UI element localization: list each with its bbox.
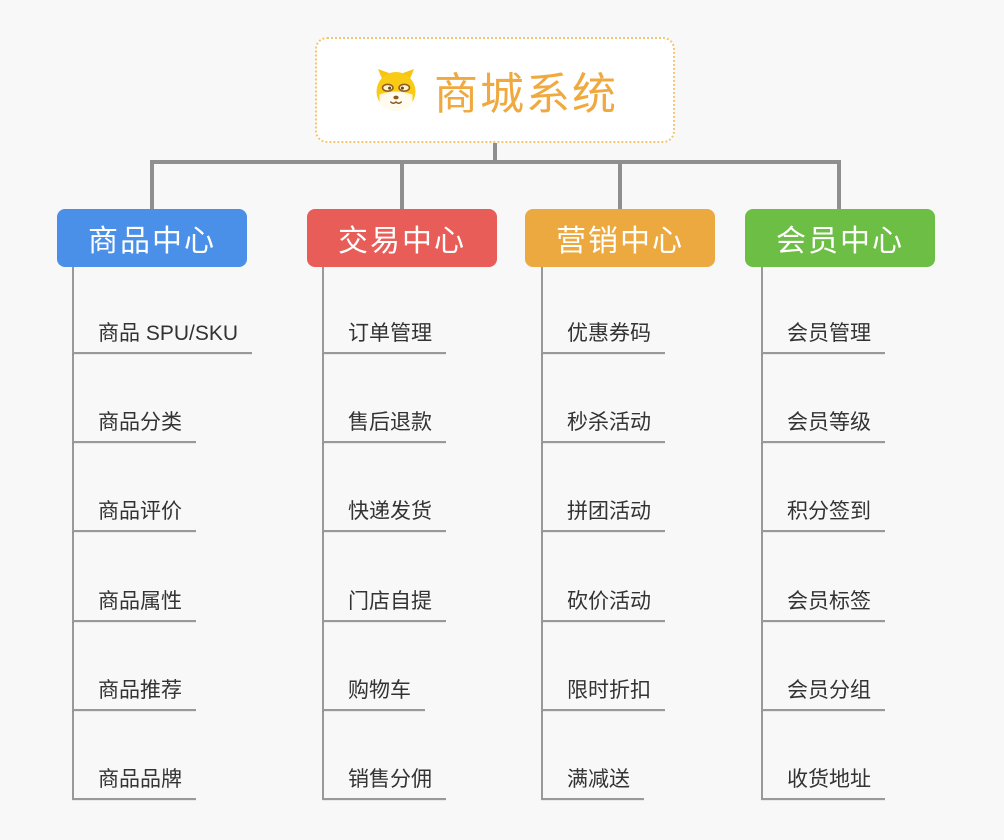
leaf-node[interactable]: 优惠券码 (541, 314, 665, 354)
leaf-node[interactable]: 砍价活动 (541, 582, 665, 622)
leaf-node[interactable]: 商品 SPU/SKU (72, 314, 253, 354)
root-node[interactable]: 商城系统 (315, 37, 675, 143)
leaf-node[interactable]: 售后退款 (322, 403, 446, 443)
root-title: 商城系统 (434, 70, 618, 119)
branch-stem-line (322, 267, 324, 800)
root-connector-line (493, 143, 497, 162)
leaf-node[interactable]: 积分签到 (761, 492, 885, 532)
leaf-node[interactable]: 商品属性 (72, 582, 196, 622)
branch-stem-line (72, 267, 74, 800)
leaf-node[interactable]: 满减送 (541, 760, 644, 800)
leaf-node[interactable]: 拼团活动 (541, 492, 665, 532)
branch-node-member[interactable]: 会员中心 (745, 209, 935, 267)
branch-node-marketing[interactable]: 营销中心 (525, 209, 715, 267)
leaf-node[interactable]: 商品推荐 (72, 671, 196, 711)
leaf-node[interactable]: 商品评价 (72, 492, 196, 532)
leaf-node[interactable]: 会员管理 (761, 314, 885, 354)
branch-drop-line (150, 160, 154, 210)
leaf-node[interactable]: 订单管理 (322, 314, 446, 354)
branch-stem-line (761, 267, 763, 800)
shiba-dog-icon (372, 66, 420, 114)
leaf-node[interactable]: 门店自提 (322, 582, 446, 622)
leaf-node[interactable]: 商品品牌 (72, 760, 196, 800)
leaf-node[interactable]: 会员分组 (761, 671, 885, 711)
leaf-node[interactable]: 会员等级 (761, 403, 885, 443)
branch-drop-line (618, 160, 622, 210)
leaf-node[interactable]: 收货地址 (761, 760, 885, 800)
leaf-node[interactable]: 快递发货 (322, 492, 446, 532)
leaf-node[interactable]: 商品分类 (72, 403, 196, 443)
branch-drop-line (400, 160, 404, 210)
leaf-node[interactable]: 销售分佣 (322, 760, 446, 800)
branch-node-trade[interactable]: 交易中心 (307, 209, 497, 267)
tree-horizontal-line (150, 160, 841, 164)
leaf-node[interactable]: 会员标签 (761, 582, 885, 622)
branch-stem-line (541, 267, 543, 800)
leaf-node[interactable]: 购物车 (322, 671, 425, 711)
branch-node-product[interactable]: 商品中心 (57, 209, 247, 267)
branch-drop-line (837, 160, 841, 210)
leaf-node[interactable]: 限时折扣 (541, 671, 665, 711)
leaf-node[interactable]: 秒杀活动 (541, 403, 665, 443)
